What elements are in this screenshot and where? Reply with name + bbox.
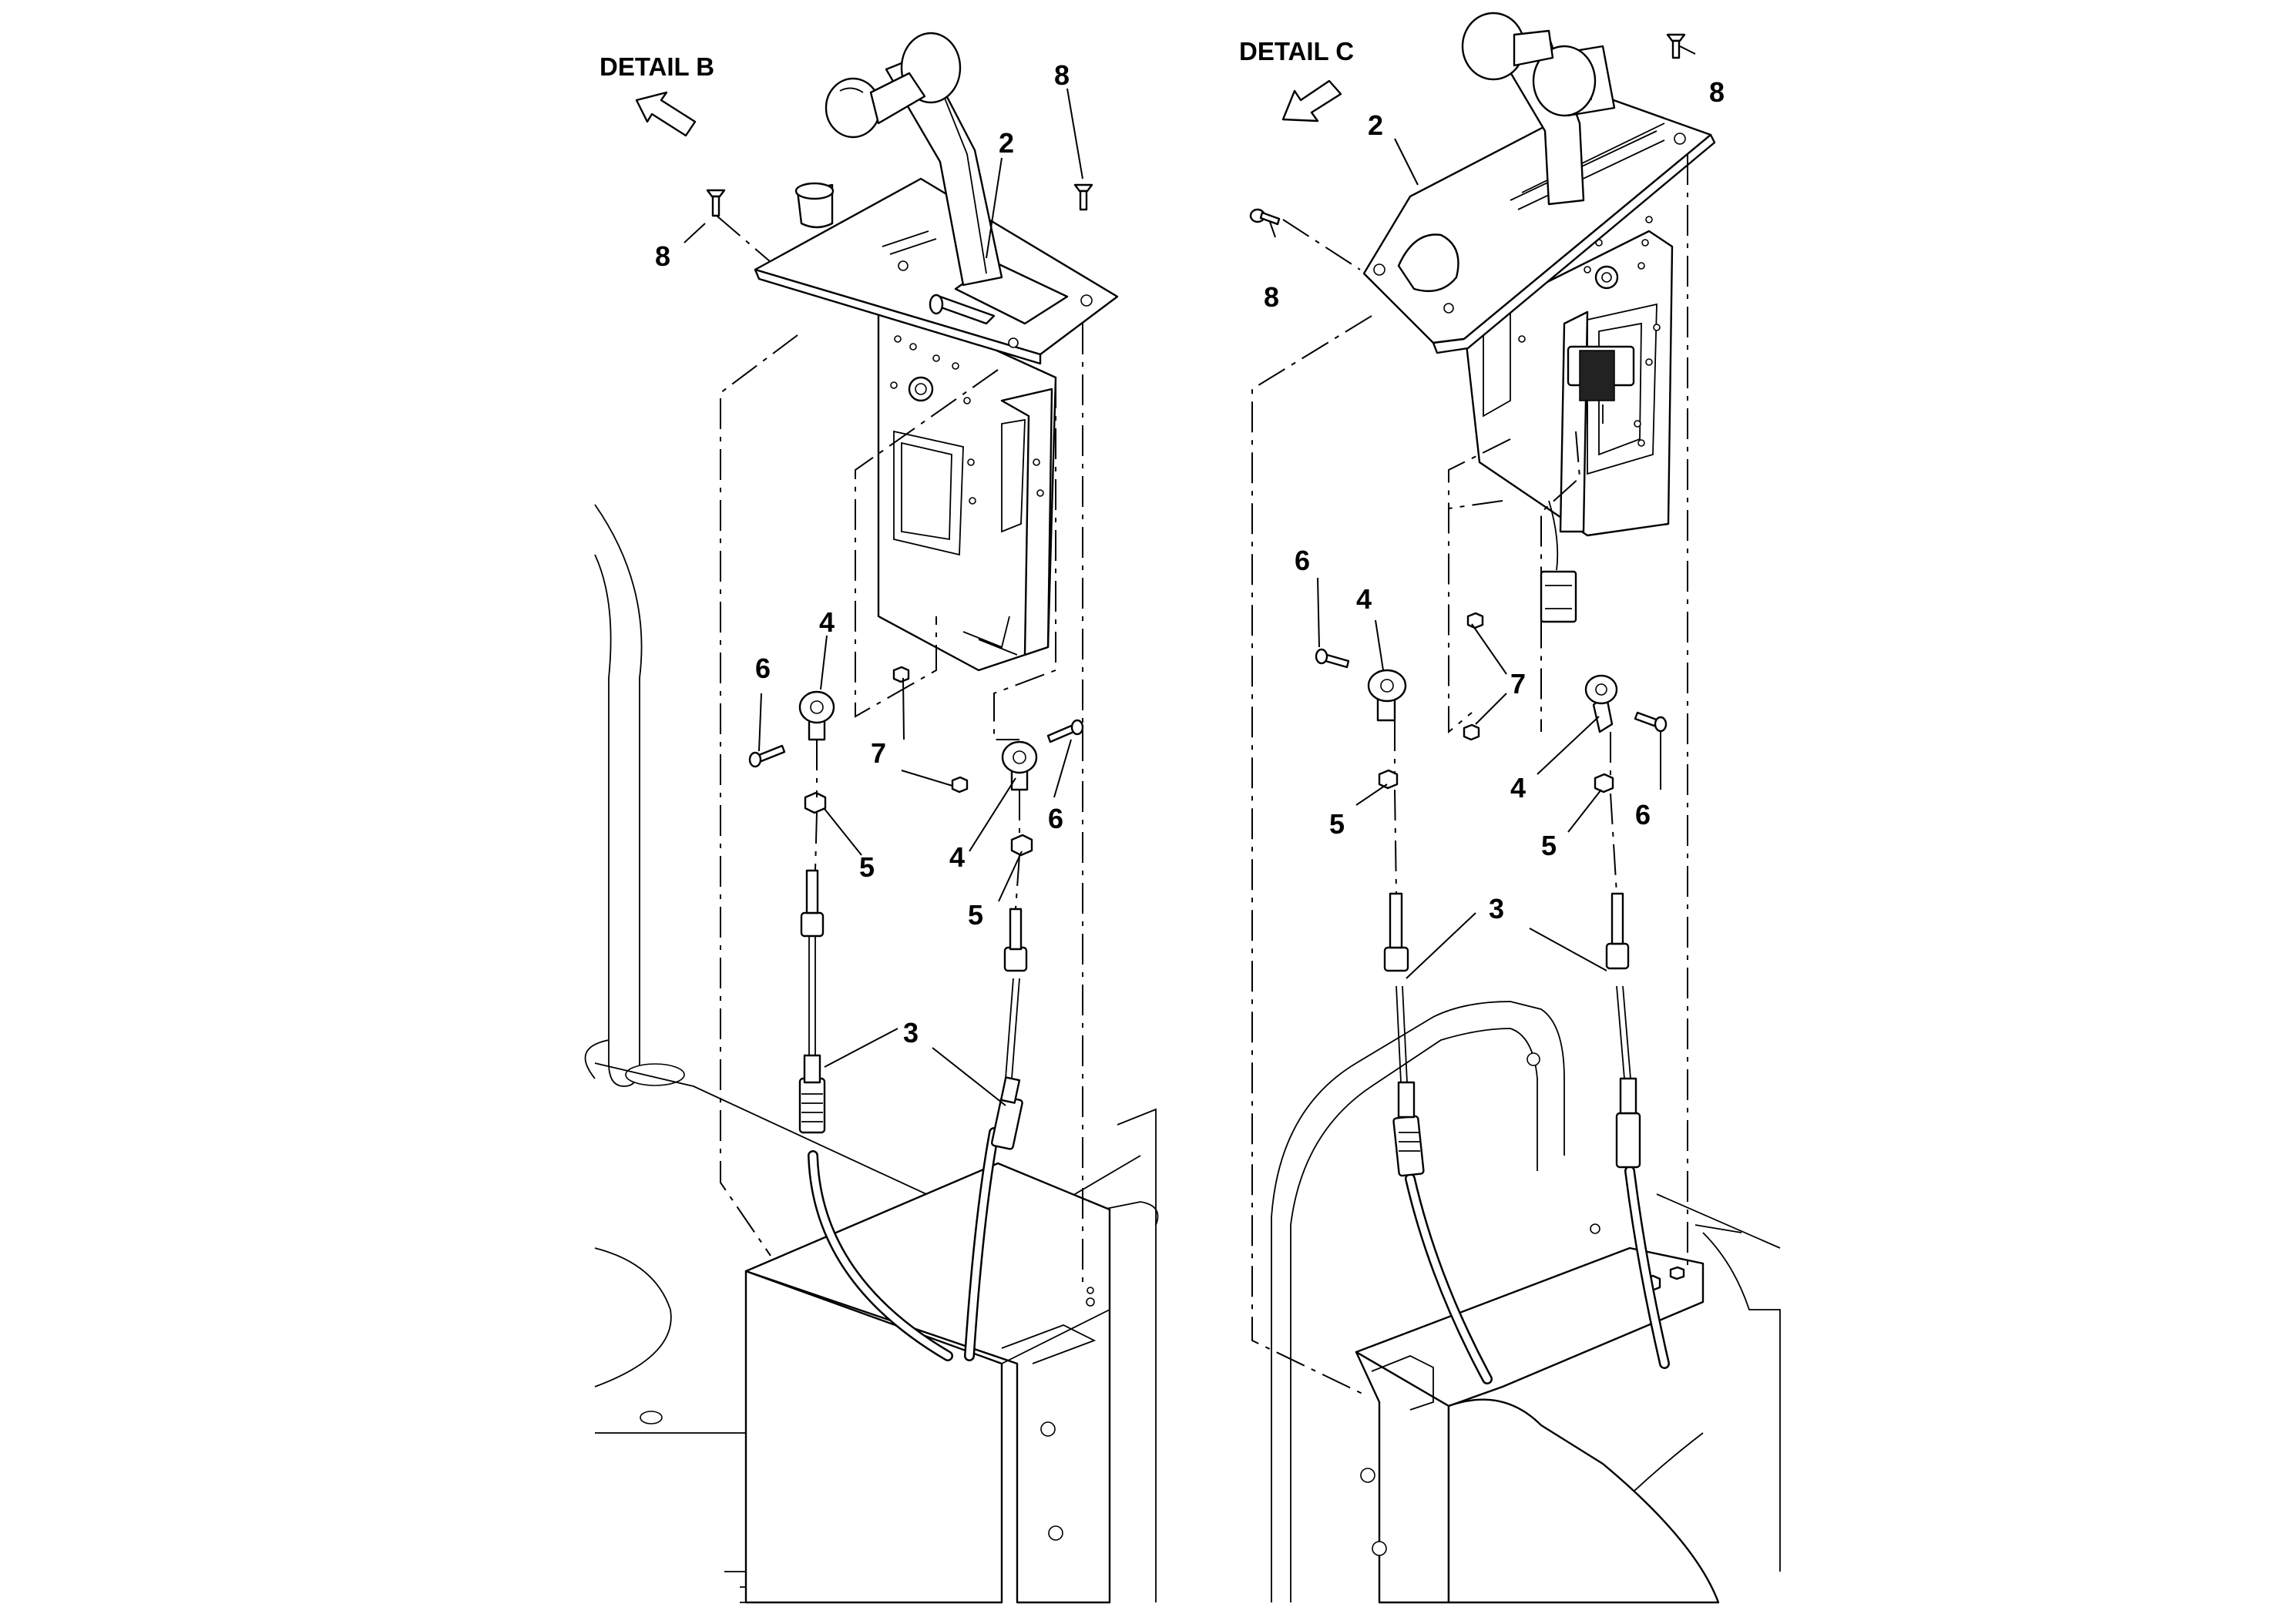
screw-icon — [1073, 183, 1093, 211]
callout-8: 8 — [1709, 76, 1725, 108]
callout-5: 5 — [1329, 808, 1345, 840]
nut-icon — [1378, 769, 1399, 790]
callout-7: 7 — [1510, 668, 1526, 700]
callout-4: 4 — [819, 606, 835, 638]
callout-4: 4 — [1510, 772, 1526, 804]
clevis-icon — [798, 690, 835, 741]
detail-b-cable-right — [964, 908, 1028, 1361]
screw-icon — [1666, 33, 1686, 59]
nut-icon — [892, 666, 910, 683]
callout-8: 8 — [1264, 281, 1279, 313]
detail-c-assembly-lines — [1251, 154, 1688, 1395]
clevis-icon — [1367, 669, 1407, 722]
callout-6: 6 — [1635, 799, 1651, 830]
detail-c-cable-right — [1605, 892, 1670, 1369]
detail-b-labels: DETAIL B 8 8 2 4 6 7 4 6 5 5 3 — [600, 52, 1070, 1049]
screw-icon — [1249, 208, 1281, 226]
callout-6: 6 — [1048, 803, 1063, 834]
detail-b-console-housing — [744, 1162, 1111, 1604]
direction-arrow-icon — [1281, 79, 1342, 122]
detail-b-title: DETAIL B — [600, 52, 714, 81]
pin-icon — [748, 744, 786, 768]
nut-icon — [804, 791, 827, 814]
detail-c-shifter-assembly — [1362, 12, 1716, 623]
detail-c-cable-left — [1383, 892, 1493, 1384]
nut-icon — [1594, 773, 1614, 794]
detail-b-hardware — [635, 91, 1093, 857]
callout-3: 3 — [1489, 893, 1504, 924]
detail-c-labels: DETAIL C 8 8 2 6 4 7 4 6 5 5 3 — [1239, 37, 1725, 924]
detail-b-assembly-lines — [716, 215, 1083, 1287]
detail-b: DETAIL B 8 8 2 4 6 7 4 6 5 5 3 — [584, 32, 1159, 1604]
nut-icon — [1463, 723, 1480, 741]
pin-icon — [1634, 711, 1668, 733]
callout-8: 8 — [655, 240, 670, 272]
callout-4: 4 — [949, 841, 965, 873]
direction-arrow-icon — [635, 91, 697, 137]
nut-icon — [951, 776, 969, 794]
callout-8: 8 — [1054, 59, 1070, 91]
pin-icon — [1315, 648, 1350, 669]
detail-b-leaders — [683, 88, 1083, 1106]
detail-c-hardware — [1249, 33, 1686, 794]
detail-c-title: DETAIL C — [1239, 37, 1354, 65]
callout-6: 6 — [755, 653, 771, 684]
callout-7: 7 — [871, 737, 886, 769]
clevis-icon — [1001, 740, 1038, 791]
callout-2: 2 — [1368, 109, 1383, 141]
callout-4: 4 — [1356, 583, 1372, 615]
clevis-icon — [1584, 674, 1618, 733]
callout-5: 5 — [859, 851, 875, 883]
pin-icon — [1046, 719, 1084, 743]
callout-5: 5 — [968, 899, 983, 931]
callout-5: 5 — [1541, 830, 1557, 861]
nut-icon — [1466, 612, 1484, 629]
detail-b-bracket-holes — [890, 335, 1044, 505]
detail-b-cable-left — [798, 869, 953, 1361]
callout-6: 6 — [1295, 545, 1310, 576]
callout-2: 2 — [999, 127, 1014, 159]
detail-c: DETAIL C 8 8 2 6 4 7 4 6 5 5 3 — [1239, 12, 1781, 1604]
detail-b-shifter-assembly — [754, 32, 1119, 672]
detail-c-leaders — [1269, 45, 1696, 979]
nut-icon — [1010, 834, 1033, 857]
detail-c-console-housing — [1355, 1223, 1720, 1604]
screw-icon — [706, 189, 726, 217]
callout-3: 3 — [903, 1017, 919, 1049]
